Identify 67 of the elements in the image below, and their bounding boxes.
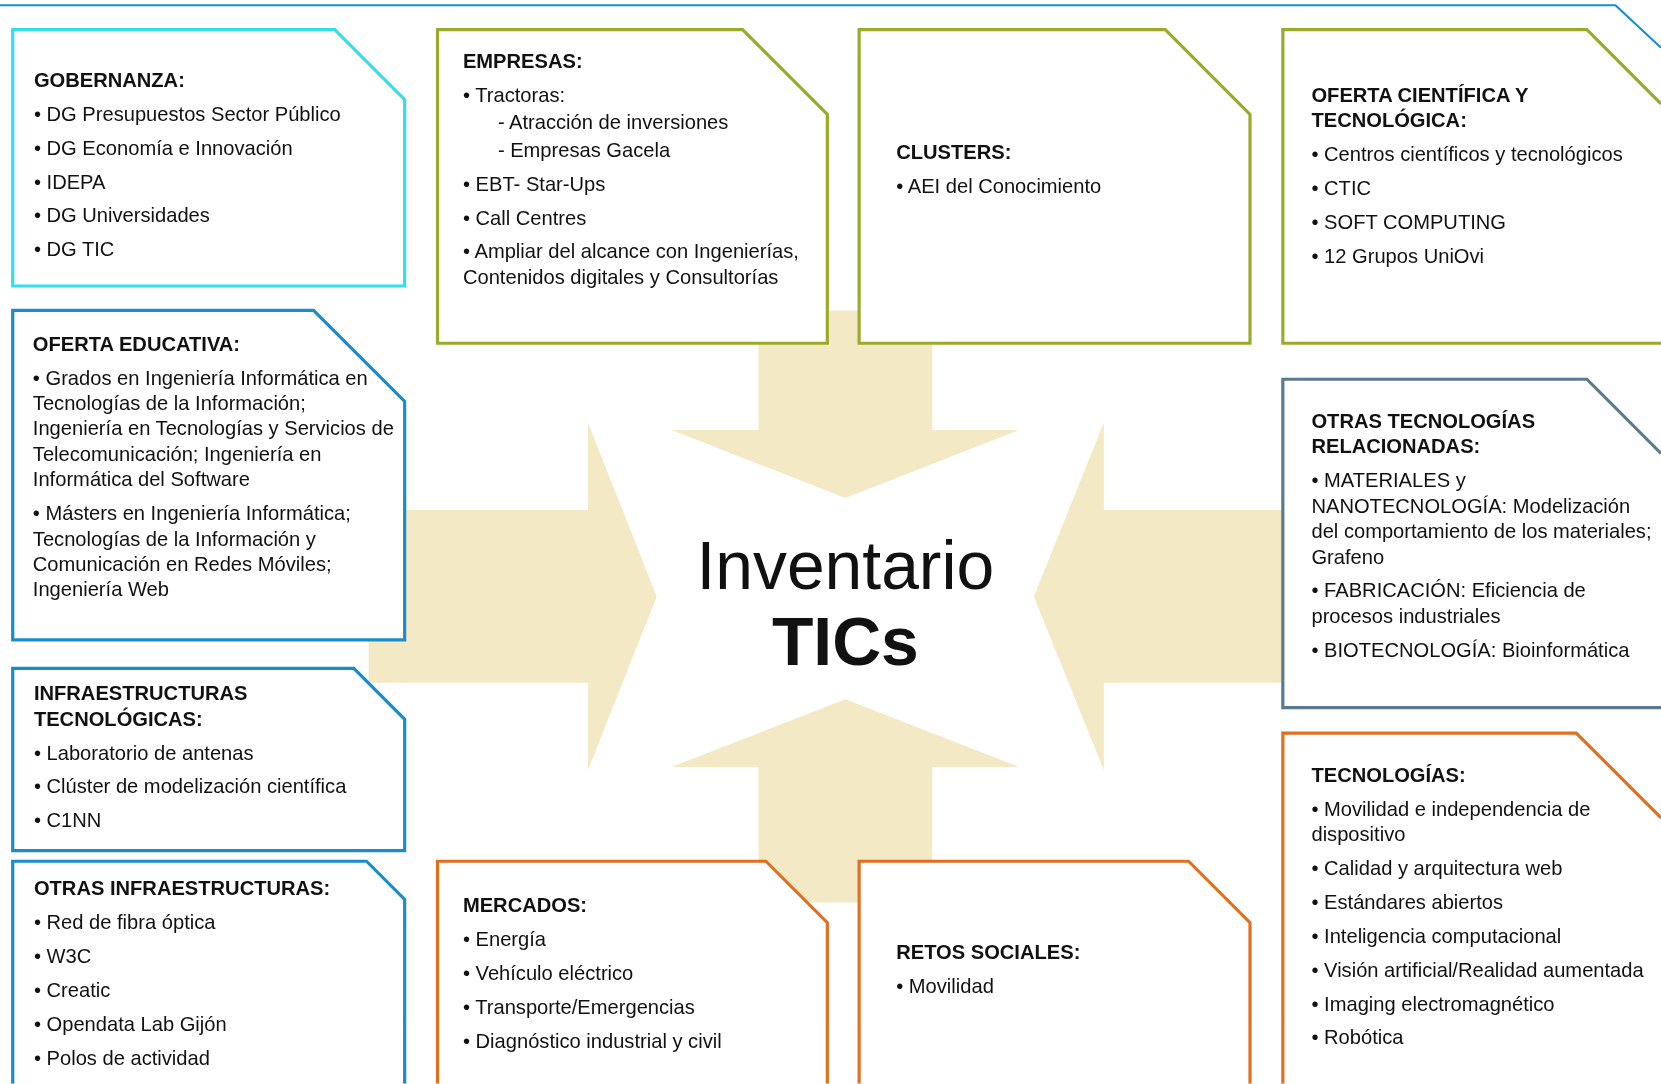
list-item: • EBT- Star-Ups: [462, 171, 607, 197]
section-heading: RETOS SOCIALES:: [896, 939, 1082, 965]
section-heading: CLUSTERS:: [896, 139, 1013, 166]
section-heading: MERCADOS:: [462, 893, 589, 919]
section-card: [437, 29, 828, 344]
list-item: • Ampliar del alcance con Ingenierías, Contenidos digitales y Consultorías: [462, 239, 800, 291]
section-card: [12, 668, 405, 851]
list-item: • Diagnóstico industrial y civil: [462, 1028, 723, 1054]
list-item: • Red de fibra óptica: [33, 910, 217, 936]
list-item: • W3C: [33, 943, 93, 970]
section-card: [1282, 379, 1661, 708]
list-item: • Tractoras:: [462, 82, 567, 108]
list-item: • Opendata Lab Gijón: [33, 1011, 228, 1037]
section-card: [1282, 733, 1661, 1084]
list-item: • SOFT COMPUTING: [1311, 209, 1507, 236]
section-heading: TECNOLOGÍAS:: [1311, 762, 1467, 788]
list-item: • Grados en Ingeniería Informática en Tecnologías de la Información; Ingeniería en Tecnologías y Servicios de Telecomunicación; Ingeniería en Informática del Software: [32, 365, 395, 493]
list-item: • Laboratorio de antenas: [33, 740, 255, 766]
list-item: • Polos de actividad: [33, 1045, 211, 1071]
list-item: • DG Presupuestos Sector Público: [33, 101, 342, 127]
section-card: [437, 861, 828, 1084]
center-title: TICs: [770, 603, 920, 681]
section-card: [12, 310, 405, 640]
list-item: • Imaging electromagnético: [1311, 991, 1556, 1017]
list-item: • IDEPA: [33, 169, 107, 195]
section-card: [12, 29, 405, 286]
section-heading: OFERTA EDUCATIVA:: [32, 331, 242, 357]
list-item: • DG TIC: [33, 237, 116, 263]
list-item: • Movilidad: [896, 973, 995, 999]
list-item: • Estándares abiertos: [1311, 889, 1505, 916]
section-heading: INFRAESTRUCTURAS TECNOLÓGICAS:: [33, 681, 249, 732]
list-item: • Robótica: [1311, 1025, 1405, 1051]
list-item: • Transporte/Emergencias: [462, 994, 696, 1020]
section-heading: OTRAS TECNOLOGÍAS RELACIONADAS:: [1311, 408, 1537, 460]
block-arrow: [1033, 422, 1283, 771]
list-item: • C1NN: [33, 808, 103, 834]
center-title: Inventario: [695, 527, 996, 604]
list-item: • FABRICACIÓN: Eficiencia de procesos industriales: [1311, 578, 1587, 630]
list-item: • Movilidad e independencia de dispositivo: [1311, 796, 1592, 848]
list-item: • BIOTECNOLOGÍA: Bioinformática: [1311, 637, 1631, 663]
section-card: [859, 861, 1250, 1084]
list-item: • AEI del Conocimiento: [896, 173, 1103, 200]
sub-item: - Empresas Gacela: [497, 137, 672, 163]
section-heading: GOBERNANZA:: [33, 67, 186, 94]
sub-item: - Atracción de inversiones: [497, 110, 730, 136]
list-item: • DG Universidades: [33, 203, 211, 229]
list-item: • Centros científicos y tecnológicos: [1311, 142, 1624, 168]
list-item: • Energía: [462, 926, 548, 953]
section-heading: OFERTA CIENTÍFICA Y TECNOLÓGICA:: [1311, 82, 1529, 134]
section-card: [1282, 29, 1661, 344]
list-item: • CTIC: [1311, 175, 1373, 202]
list-item: • Creatic: [33, 977, 112, 1004]
list-item: • Visión artificial/Realidad aumentada: [1311, 957, 1645, 983]
list-item: • 12 Grupos UniOvi: [1311, 243, 1486, 269]
section-heading: EMPRESAS:: [462, 48, 584, 75]
section-heading: OTRAS INFRAESTRUCTURAS:: [33, 876, 332, 902]
list-item: • Másters en Ingeniería Informática; Tecnologías de la Información y Comunicación en Redes Móviles; Ingeniería Web: [32, 501, 352, 603]
list-item: • Vehículo eléctrico: [462, 960, 635, 987]
list-item: • MATERIALES y NANOTECNOLOGÍA: Modelización del comportamiento de los materiales; Grafeno: [1311, 468, 1653, 570]
block-arrow: [368, 422, 657, 771]
section-card: [859, 29, 1250, 344]
list-item: • DG Economía e Innovación: [33, 135, 294, 161]
list-item: • Inteligencia computacional: [1311, 923, 1563, 950]
list-item: • Clúster de modelización científica: [33, 774, 348, 800]
section-card: [12, 861, 405, 1084]
list-item: • Calidad y arquitectura web: [1311, 856, 1564, 882]
list-item: • Call Centres: [462, 205, 588, 231]
